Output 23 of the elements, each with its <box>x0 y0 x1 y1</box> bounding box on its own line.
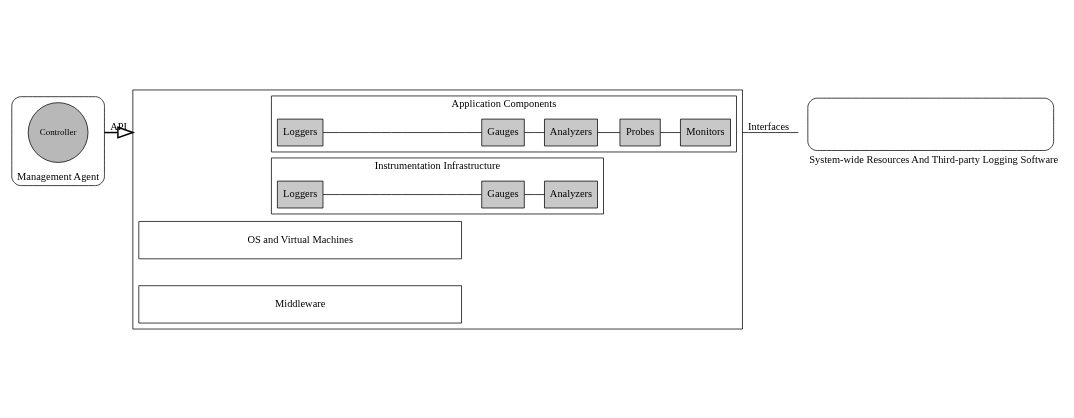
connector <box>597 131 621 133</box>
connector <box>524 131 545 133</box>
edge-label: API <box>110 120 128 132</box>
node-box: Analyzers <box>544 180 598 208</box>
cluster <box>132 89 743 329</box>
connector <box>742 131 799 133</box>
connector <box>322 193 482 195</box>
node-box: Loggers <box>277 180 324 208</box>
node-box: Gauges <box>481 118 525 146</box>
node-label: System-wide Resources And Third-party Logging Software <box>809 153 1059 165</box>
connector <box>660 131 681 133</box>
edge-label: Interfaces <box>748 120 790 132</box>
node-box: Analyzers <box>544 118 598 146</box>
node-box: Loggers <box>277 118 324 146</box>
node-circle: Controller <box>27 101 89 163</box>
node-box: Gauges <box>481 180 525 208</box>
node-box: OS and Virtual Machines <box>138 220 462 259</box>
node-box: Monitors <box>680 118 731 146</box>
node-box: Middleware <box>138 284 462 323</box>
node-box: Probes <box>619 118 661 146</box>
connector <box>524 193 545 195</box>
node-box <box>807 97 1054 151</box>
connector <box>322 131 482 133</box>
